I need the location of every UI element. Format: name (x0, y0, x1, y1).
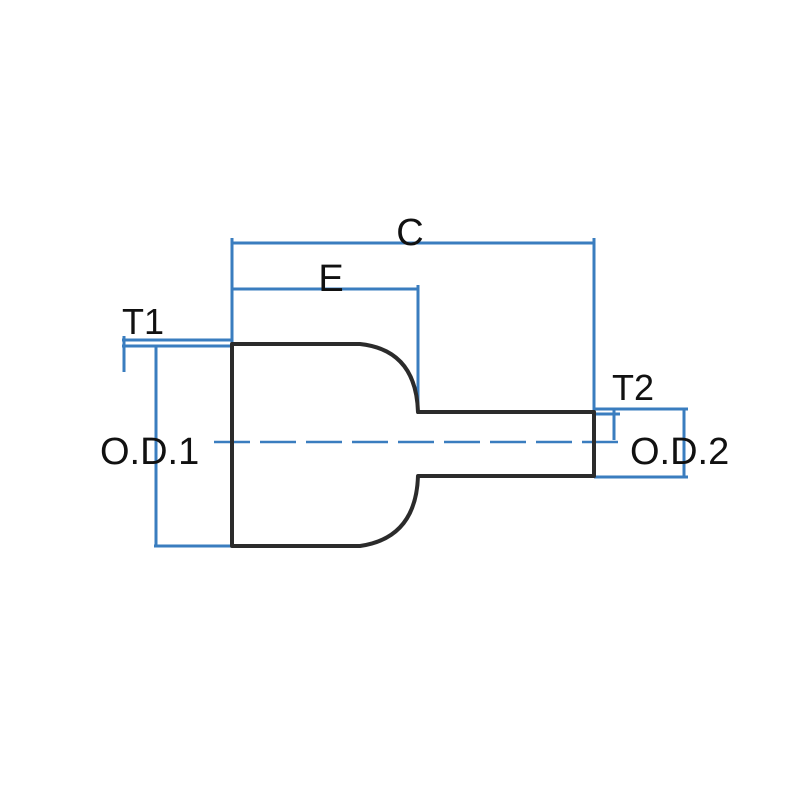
label-od2: O.D.2 (630, 431, 729, 473)
label-e: E (318, 258, 343, 300)
label-od1: O.D.1 (100, 431, 199, 473)
label-t2: T2 (612, 367, 654, 408)
part-outline (230, 342, 596, 548)
label-c: C (396, 212, 423, 254)
dimension-lines (122, 238, 688, 548)
end-cap-outline (230, 342, 596, 548)
label-t1: T1 (122, 301, 164, 342)
